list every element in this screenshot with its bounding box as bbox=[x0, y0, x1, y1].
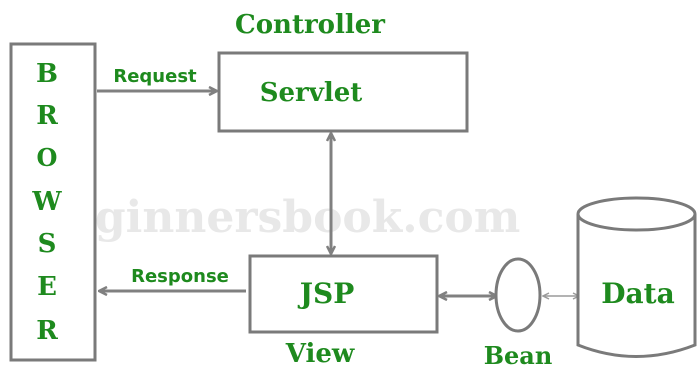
browser-letter-o: O bbox=[37, 143, 58, 172]
bean-label: Bean bbox=[484, 341, 553, 370]
browser-letter-e: E bbox=[37, 272, 57, 302]
jsp-label: JSP bbox=[297, 277, 355, 310]
browser-letter-r: R bbox=[36, 101, 58, 131]
browser-box bbox=[9, 42, 97, 362]
browser-letter-b: B bbox=[36, 59, 58, 89]
browser-letter-r2: R bbox=[36, 316, 58, 346]
jsp-box bbox=[248, 254, 439, 334]
servlet-label: Servlet bbox=[260, 78, 363, 108]
browser-block: B R O W S E R bbox=[9, 42, 97, 362]
watermark-text: Beginnersbook.com bbox=[30, 192, 521, 243]
view-heading: View bbox=[285, 339, 355, 369]
data-cylinder bbox=[576, 196, 697, 358]
response-label: Response bbox=[131, 266, 229, 287]
data-label: Data bbox=[601, 277, 675, 310]
browser-letter-s: S bbox=[38, 229, 57, 259]
browser-letter-w: W bbox=[31, 187, 62, 217]
request-label: Request bbox=[113, 66, 197, 87]
servlet-box bbox=[217, 51, 469, 133]
bean-shape bbox=[494, 257, 542, 333]
controller-heading: Controller bbox=[235, 10, 385, 40]
